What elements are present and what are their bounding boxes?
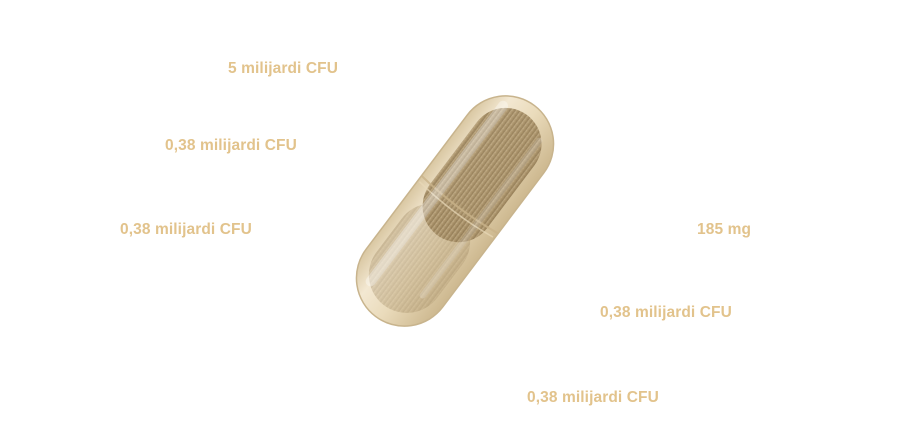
label-ingredient-mg: 185 mg [697,221,752,238]
label-strain-3: 0,38 milijardi CFU [120,221,252,238]
label-strain-2: 0,38 milijardi CFU [165,137,297,154]
label-strain-1: 5 milijardi CFU [228,60,339,77]
capsule-icon [355,95,555,327]
label-strain-5: 0,38 milijardi CFU [527,389,659,406]
capsule-image [340,80,570,342]
label-strain-4: 0,38 milijardi CFU [600,304,732,321]
